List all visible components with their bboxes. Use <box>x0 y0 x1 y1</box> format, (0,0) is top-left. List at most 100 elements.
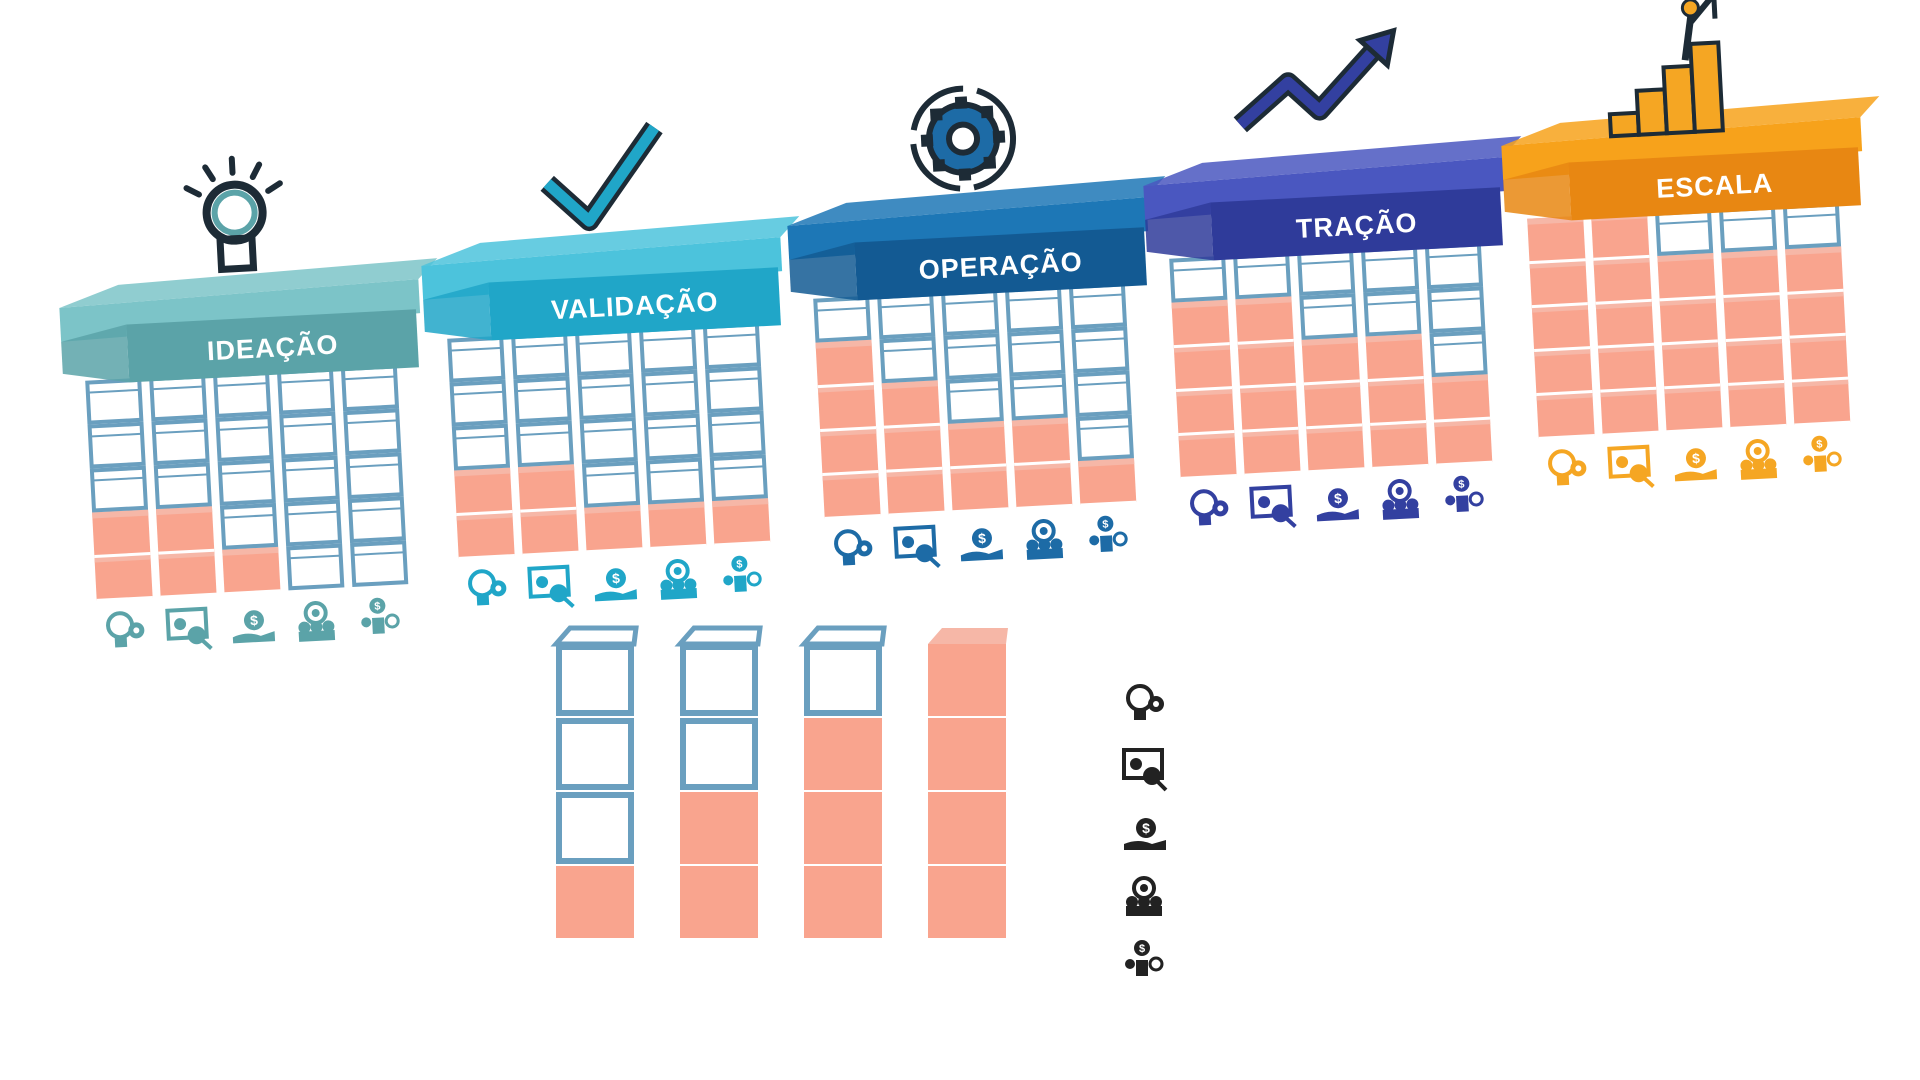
pillar-cube-filled <box>1525 214 1587 265</box>
pillar-cube-filled <box>946 419 1008 470</box>
pillar-cube-filled <box>882 422 944 473</box>
legend-cube-filled <box>928 718 1006 790</box>
pillar-cube-empty <box>712 456 766 499</box>
growth-arrow-icon <box>1233 27 1397 133</box>
stage-slab <box>1143 136 1522 261</box>
pillar-grid <box>85 366 406 602</box>
legend-cube-empty <box>804 644 882 716</box>
pillar-cube-filled <box>1240 426 1303 477</box>
pillar-cube-empty <box>343 366 397 409</box>
stage-label: ESCALA <box>1656 168 1774 204</box>
analytics-icon <box>167 609 211 651</box>
business-model-icon <box>1800 433 1843 475</box>
pillar-cube-empty <box>217 417 271 460</box>
funding-icon <box>1315 487 1360 522</box>
legend-cube-top <box>928 628 1008 644</box>
pillar-cube-empty <box>1785 204 1839 247</box>
pillar-cube-filled <box>1364 332 1426 382</box>
pillar-cube-empty <box>215 373 269 416</box>
pillar-cube-empty <box>882 338 936 381</box>
pillar-cube-filled <box>816 382 878 433</box>
pillar-cube-filled <box>1532 346 1594 396</box>
pillar-cube-filled <box>1724 336 1786 386</box>
legend-cube-filled <box>556 866 634 938</box>
climber-flag-icon <box>1607 0 1725 139</box>
pillar-cube-empty <box>641 328 695 371</box>
business-model-icon <box>358 595 401 637</box>
pillar-cube-filled <box>518 506 581 557</box>
pillar-cube-filled <box>1238 382 1300 433</box>
pillar-cube-filled <box>1300 335 1362 386</box>
pillar-cube-empty <box>948 379 1002 422</box>
pillar-cube-empty <box>1301 295 1355 338</box>
stage-label: TRAÇÃO <box>1295 207 1418 244</box>
pillar-grid <box>447 324 772 560</box>
pillar-cube-filled <box>1726 379 1788 430</box>
pillar-cube-filled <box>1366 376 1428 426</box>
legend-cube-empty <box>680 644 758 716</box>
funding-icon <box>1673 447 1718 482</box>
stage-operação: OPERAÇÃO <box>787 85 1166 573</box>
pillar-cube-empty <box>1078 416 1132 459</box>
stage-tração: TRAÇÃO <box>1143 27 1522 533</box>
pillar-cube-empty <box>1363 248 1417 291</box>
pillar-cube-filled <box>454 510 517 560</box>
pillar-cube-empty <box>87 380 141 423</box>
pillar-cube-empty <box>92 468 146 511</box>
pillar-cube-filled <box>1176 430 1239 480</box>
pillar-cube-filled <box>1790 376 1852 427</box>
pillar-cube-filled <box>1076 456 1138 507</box>
pillar-cube-empty <box>352 542 406 585</box>
pillar-cube-empty <box>1171 258 1225 301</box>
pillar-cube-filled <box>1788 332 1850 383</box>
pillar-cube-filled <box>820 470 883 520</box>
pillar-cube-empty <box>279 370 333 413</box>
pillar-cube-filled <box>814 338 876 389</box>
pillar-grid <box>813 284 1138 520</box>
pillar-cube-filled <box>1594 298 1656 349</box>
funding-icon <box>231 609 276 644</box>
legend-cube-filled <box>804 866 882 938</box>
pillar-cube-empty <box>449 338 503 381</box>
pillar-cube-filled <box>1589 210 1651 261</box>
innovation-icon <box>469 570 507 606</box>
pillar-cube-filled <box>90 508 152 558</box>
pillar-cube-empty <box>220 461 274 504</box>
pillar-cube-filled <box>582 503 644 554</box>
stage-validação: VALIDAÇÃO <box>421 121 800 613</box>
legend-column <box>798 625 887 938</box>
funding-icon <box>593 567 638 602</box>
team-icon <box>659 560 697 600</box>
gear-cycle-icon <box>910 85 1017 192</box>
pillar-cube-empty <box>1009 332 1063 375</box>
legend-cube-top <box>798 625 887 647</box>
checkmark-icon <box>540 121 663 232</box>
pillar-cube-filled <box>1658 295 1720 346</box>
pillar-cube-empty <box>156 464 210 507</box>
business-model-icon <box>720 553 763 595</box>
pillar-cube-filled <box>1655 251 1718 302</box>
legend-cube-empty <box>556 644 634 716</box>
innovation-icon <box>107 612 145 648</box>
pillar-cube-empty <box>452 382 506 425</box>
pillar-cube-empty <box>1073 328 1127 371</box>
pillar-cube-filled <box>516 462 578 513</box>
business-model-icon <box>1086 513 1129 555</box>
innovation-icon <box>1126 684 1166 722</box>
pillar-cube-empty <box>1012 376 1066 419</box>
pillar-cube-empty <box>945 335 999 378</box>
pillar-cube-empty <box>281 414 335 457</box>
pillar-cube-empty <box>1365 292 1419 335</box>
pillar-cube-filled <box>156 548 219 599</box>
pillar-cube-filled <box>1304 423 1366 474</box>
pillar-cube-filled <box>154 504 216 555</box>
team-icon <box>1381 480 1419 520</box>
legend-cube-empty <box>556 792 634 864</box>
legend-cube-filled <box>680 792 758 864</box>
pillar-cube-empty <box>577 331 631 374</box>
pillar-cube-filled <box>220 545 282 596</box>
pillar-cube-empty <box>646 416 700 459</box>
analytics-icon <box>1122 748 1168 792</box>
stage-label: IDEAÇÃO <box>206 328 339 366</box>
pillar-cube-filled <box>1662 383 1724 434</box>
